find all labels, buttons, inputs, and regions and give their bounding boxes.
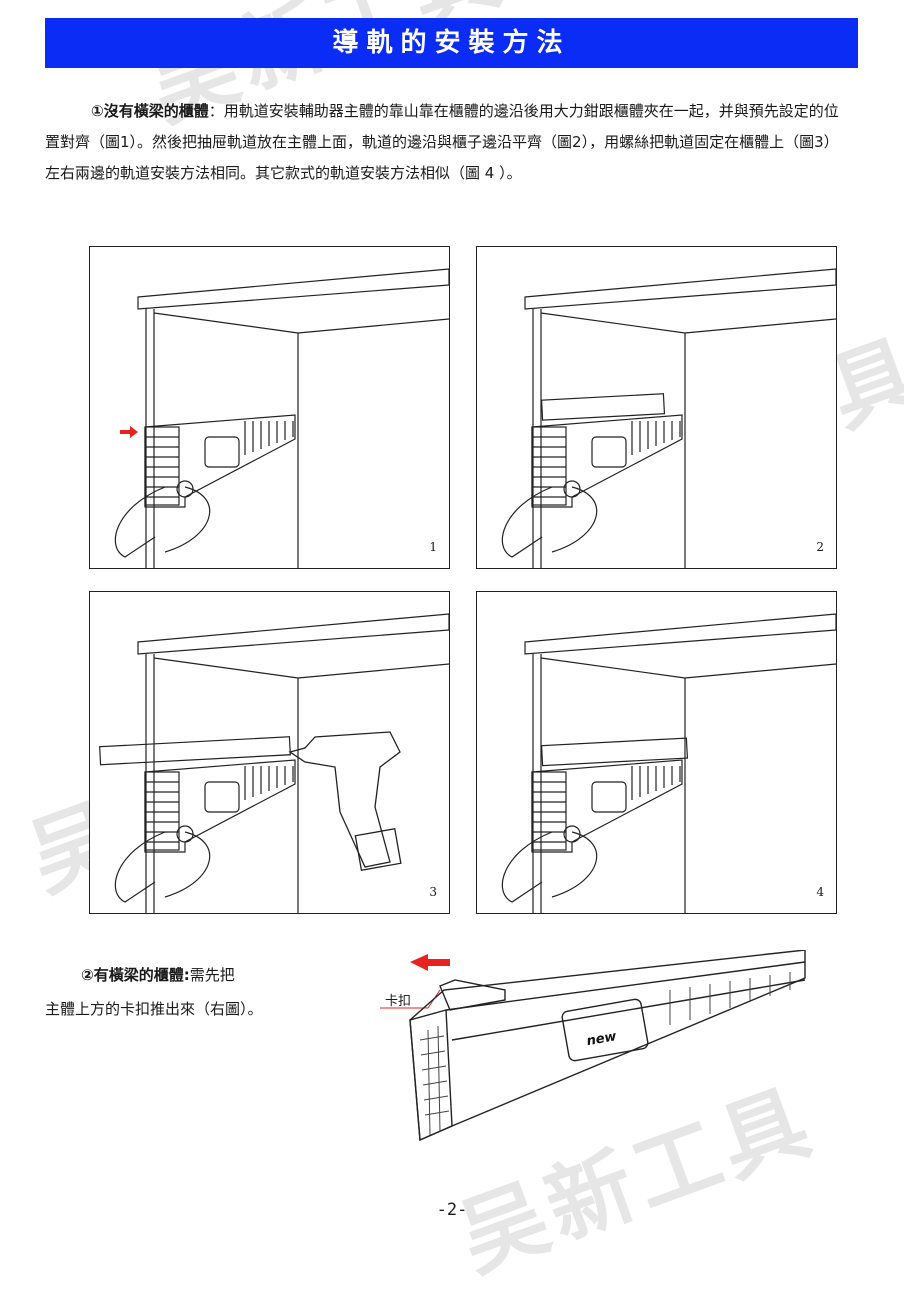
cabinet-outline	[137, 268, 449, 568]
red-arrow-icon	[120, 426, 138, 438]
push-arrow-icon	[410, 954, 450, 971]
section1-body: ：用軌道安裝輔助器主體的靠山靠在櫃體的邊沿後用大力鉗跟櫃體夾在一起，并與預先設定…	[45, 102, 839, 182]
page-number: -2-	[436, 1200, 468, 1220]
jig-device	[114, 414, 296, 558]
drawer-rail	[99, 736, 291, 766]
jig-device	[501, 414, 683, 558]
section2-body-line1: 需先把	[189, 966, 235, 984]
section2-body-line2: 主體上方的卡扣推出來（右圖）。	[45, 1000, 263, 1018]
section2-paragraph: ②有橫梁的櫃體:需先把 主體上方的卡扣推出來（右圖）。	[45, 958, 335, 1026]
cabinet-outline	[524, 613, 836, 913]
figure-2-drawing	[501, 268, 836, 568]
figure-number: 3	[429, 885, 437, 899]
drawer-rail	[540, 393, 666, 421]
jig-device	[501, 759, 683, 903]
section1-heading: ①沒有橫梁的櫃體	[91, 102, 209, 120]
section1-paragraph: ①沒有橫梁的櫃體：用軌道安裝輔助器主體的靠山靠在櫃體的邊沿後用大力鉗跟櫃體夾在一…	[45, 96, 845, 189]
figure-1-drawing	[114, 268, 449, 568]
figure-number: 1	[429, 540, 437, 554]
cabinet-outline	[524, 268, 836, 568]
cabinet-outline	[137, 613, 449, 913]
figure-4: 4	[476, 591, 837, 914]
figure-number: 4	[816, 885, 824, 899]
device-logo: new	[585, 1029, 618, 1049]
jig-illustration: new	[380, 950, 806, 1142]
drawer-rail	[540, 737, 689, 767]
power-drill-icon	[288, 731, 402, 871]
figure-3-drawing	[99, 613, 449, 913]
figure-number: 2	[816, 540, 824, 554]
figure-1: 1	[89, 246, 450, 569]
section2-heading: ②有橫梁的櫃體:	[81, 966, 190, 984]
buckle-callout-label: 卡扣	[385, 994, 412, 1009]
figure-2: 2	[476, 246, 837, 569]
page-title: 導軌的安裝方法	[45, 18, 858, 68]
figure-4-drawing	[501, 613, 836, 913]
jig-device	[114, 759, 296, 903]
figure-3: 3	[89, 591, 450, 914]
